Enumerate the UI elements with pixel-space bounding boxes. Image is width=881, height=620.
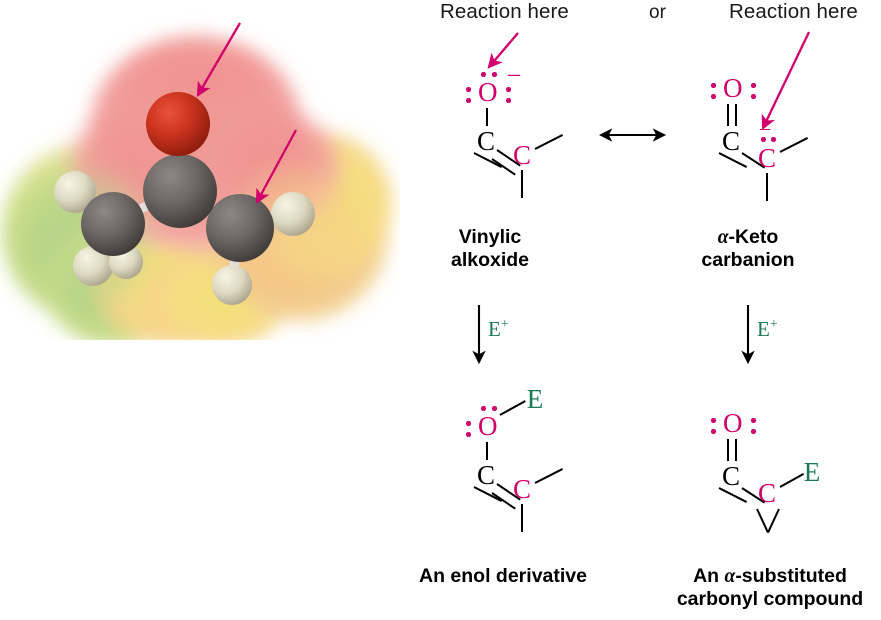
caption-line-2: carbonyl compound — [676, 588, 864, 610]
lone-pair-dot — [711, 83, 716, 88]
atom-label-oxygen: O — [478, 77, 498, 107]
caption-line-1: -Keto — [728, 226, 779, 248]
lone-pair-dot — [466, 87, 471, 92]
lone-pair-dot — [751, 94, 756, 99]
lone-pair-dot — [492, 406, 497, 411]
ball-and-stick-model — [54, 92, 315, 305]
or-label: or — [649, 2, 666, 23]
lone-pair-dot — [711, 418, 716, 423]
lone-pair-dot — [711, 94, 716, 99]
lone-pair-dot — [466, 421, 471, 426]
atom-label-carbon-alpha: C — [758, 478, 777, 508]
atom-carbon — [206, 194, 274, 262]
atom-label-oxygen: O — [723, 73, 743, 103]
caption-rest: -substituted — [735, 565, 847, 587]
atom-label-carbon-black: C — [477, 126, 496, 156]
atom-oxygen — [146, 92, 210, 156]
atom-label-carbon-black: C — [722, 126, 741, 156]
bond-o-c — [486, 442, 488, 460]
caption-alpha-substituted-carbonyl: An α-substituted carbonyl compound — [658, 565, 881, 611]
bond-methyl-upright — [779, 137, 809, 153]
caption-alpha-symbol: α — [724, 566, 736, 587]
bond-methyl-down-right — [767, 508, 780, 533]
reaction-here-label-right: Reaction here — [729, 0, 858, 23]
electrophile-label-left: E+ — [488, 317, 509, 342]
electrophile-symbol: E — [488, 317, 501, 341]
caption-enol-derivative: An enol derivative — [419, 565, 587, 587]
atom-label-carbon-alpha: C — [513, 474, 532, 504]
caption-line-2: alkoxide — [450, 249, 530, 271]
bond-methyl-upright — [534, 134, 564, 150]
reaction-here-arrow-right — [761, 31, 811, 131]
bond-methyl-down — [521, 170, 523, 198]
lone-pair-dot — [751, 429, 756, 434]
electrostatic-potential-map — [0, 0, 400, 340]
lone-pair-dot — [466, 98, 471, 103]
lone-pair-dot — [751, 418, 756, 423]
atom-hydrogen — [271, 192, 315, 236]
electrophile-charge: + — [500, 317, 509, 332]
lone-pair-dot — [761, 137, 766, 142]
bond-methyl-down — [521, 504, 523, 532]
lone-pair-dot — [506, 87, 511, 92]
bond-c-e — [779, 473, 805, 488]
bond-methyl-upright — [534, 468, 564, 484]
atom-hydrogen — [73, 246, 113, 286]
bond-co-left — [727, 104, 729, 126]
atom-label-carbon-alpha: C — [513, 140, 532, 170]
atom-hydrogen — [54, 171, 96, 213]
bond-co-left — [727, 439, 729, 461]
negative-charge-label: – — [760, 117, 770, 139]
atom-carbon — [81, 192, 145, 256]
electrophile-charge: + — [769, 317, 778, 332]
bond-co-right — [735, 104, 737, 126]
atom-label-carbon-black: C — [722, 461, 741, 491]
lone-pair-dot — [771, 137, 776, 142]
negative-charge-label: – — [508, 61, 520, 87]
bond-co-right — [735, 439, 737, 461]
atom-label-electrophile: E — [803, 457, 821, 487]
lone-pair-dot — [506, 98, 511, 103]
lone-pair-dot — [481, 406, 486, 411]
atom-label-oxygen: O — [723, 408, 743, 438]
atom-carbon — [143, 154, 217, 228]
lone-pair-dot — [466, 432, 471, 437]
caption-prefix: An — [693, 565, 725, 587]
bond-o-e — [499, 400, 526, 416]
caption-line-2: carbanion — [701, 249, 795, 271]
atom-label-carbon-alpha: C — [758, 143, 777, 173]
lone-pair-dot — [711, 429, 716, 434]
atom-label-oxygen: O — [478, 411, 498, 441]
caption-alpha-symbol: α — [717, 227, 729, 248]
lone-pair-dot — [492, 72, 497, 77]
caption-line-1: Vinylic — [458, 226, 522, 248]
bond-methyl-down — [766, 173, 768, 201]
reaction-here-label-left: Reaction here — [440, 0, 569, 23]
lone-pair-dot — [751, 83, 756, 88]
caption-keto-carbanion: α-Keto carbanion — [678, 226, 818, 272]
atom-label-electrophile: E — [526, 384, 544, 414]
caption-vinylic-alkoxide: Vinylic alkoxide — [420, 226, 560, 272]
lone-pair-dot — [481, 72, 486, 77]
bond-o-c — [486, 108, 488, 126]
atom-hydrogen — [212, 265, 252, 305]
electrophile-label-right: E+ — [757, 317, 778, 342]
electrophile-symbol: E — [757, 317, 770, 341]
atom-label-carbon-black: C — [477, 460, 496, 490]
